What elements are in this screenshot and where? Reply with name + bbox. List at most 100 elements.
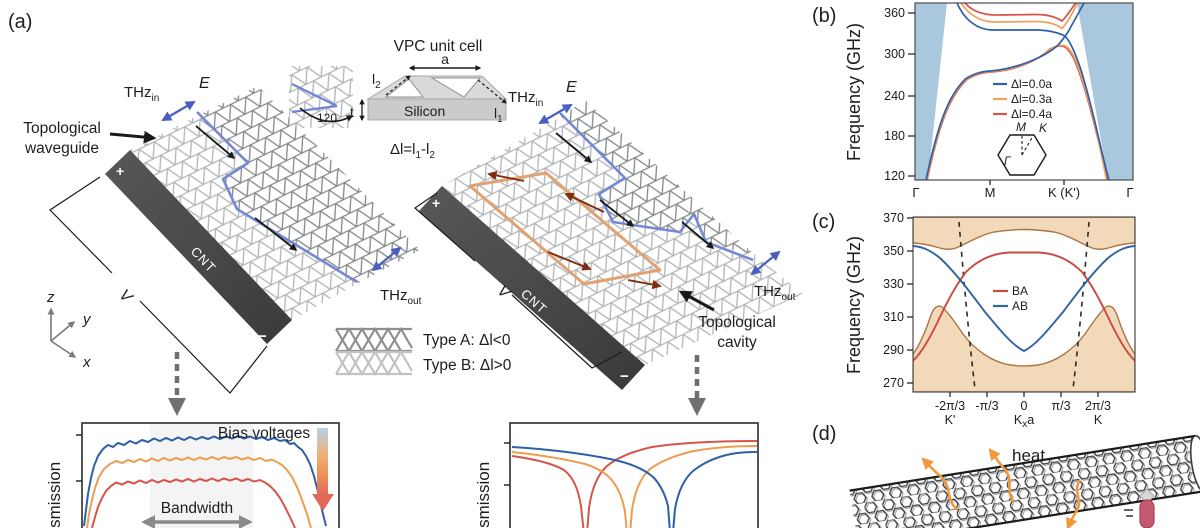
right-cnt-strip: + CNT − bbox=[419, 186, 645, 390]
right-propagation-arrow-2 bbox=[599, 199, 635, 227]
bias-voltages-label: Bias voltages bbox=[218, 425, 310, 442]
coordinate-axes: z y x bbox=[46, 289, 92, 371]
angle-inset-path-2 bbox=[291, 104, 338, 114]
c-legend-ba: BA bbox=[1012, 284, 1028, 298]
right-lattice-domain-light bbox=[442, 117, 803, 365]
left-propagation-arrow-1 bbox=[195, 125, 236, 159]
b-ytick-240: 240 bbox=[884, 89, 905, 103]
b-ytick-180: 180 bbox=[884, 129, 905, 143]
right-input-polarization-arrow bbox=[538, 103, 573, 125]
c-xtick-3: π/3 bbox=[1051, 399, 1070, 413]
unit-cell-hole-l1 bbox=[430, 77, 482, 98]
cnt-heat-schematic: heat bbox=[849, 434, 1200, 528]
minus-electrode-label: − bbox=[258, 328, 267, 345]
light-cone-right bbox=[1077, 3, 1133, 180]
plot-frame bbox=[509, 422, 759, 528]
b-ytick-120: 120 bbox=[884, 169, 905, 183]
waveguide-pointer-arrow bbox=[109, 130, 157, 144]
brillouin-zone-inset: M K Γ bbox=[997, 120, 1048, 176]
c-legend: BA AB bbox=[993, 284, 1028, 313]
band-curves bbox=[925, 3, 1110, 180]
c-xtick-4: 2π/3 bbox=[1085, 399, 1111, 413]
heat-arrow-3 bbox=[1066, 479, 1082, 528]
b-ytick-300: 300 bbox=[884, 47, 905, 61]
topological-cavity-loop bbox=[468, 171, 662, 286]
c-xtick-1: -π/3 bbox=[975, 399, 998, 413]
bias-gradient-arrow-head bbox=[312, 494, 334, 511]
c-kxa-label: Kxa bbox=[1014, 413, 1034, 430]
l1-label: l1 bbox=[494, 105, 503, 125]
vpc-unit-cell: VPC unit cell a l2 l1 t Silicon Δl=l1-l2 bbox=[350, 38, 508, 161]
c-ytick-330: 330 bbox=[883, 277, 904, 291]
left-lattice-sheet bbox=[130, 86, 420, 320]
heat-arrow-1 bbox=[921, 457, 959, 512]
angle-inset: 120 bbox=[289, 66, 354, 128]
bz-gamma-label: Γ bbox=[1004, 154, 1012, 168]
heat-arrow-2 bbox=[988, 448, 1016, 503]
edge-state-ba bbox=[913, 251, 1135, 362]
left-voltage-label: V bbox=[115, 287, 135, 308]
c-ytick-350: 350 bbox=[883, 244, 904, 258]
b-ticks bbox=[908, 12, 1065, 185]
band-red-upper bbox=[964, 3, 1077, 23]
b-legend-2: Δl=0.4a bbox=[1011, 107, 1052, 121]
axis-x-label: x bbox=[82, 354, 91, 371]
c-ylabel: Frequency (GHz) bbox=[844, 236, 864, 374]
b-legend: Δl=0.0a Δl=0.3a Δl=0.4a bbox=[993, 77, 1052, 121]
minus-electrode-label: − bbox=[620, 368, 629, 385]
c-content bbox=[913, 217, 1135, 392]
band-orange-upper bbox=[960, 3, 1079, 30]
unit-cell-hole-l2 bbox=[384, 78, 425, 98]
c-xtick-0: -2π/3 bbox=[935, 399, 965, 413]
panel-d-label: (d) bbox=[812, 423, 836, 445]
left-e-field-label: E bbox=[199, 75, 210, 92]
left-cnt-strip: + CNT − bbox=[105, 150, 292, 345]
right-dashed-down-arrow bbox=[688, 355, 706, 416]
heat-label: heat bbox=[1012, 446, 1045, 465]
c-legend-ab: AB bbox=[1012, 299, 1028, 313]
right-thz-in-label: THzin bbox=[508, 89, 543, 109]
unit-cell-front-face bbox=[367, 98, 507, 121]
b-xtick-k: K (K') bbox=[1048, 185, 1080, 200]
right-voltage-bracket bbox=[414, 192, 623, 369]
waveguide-label-line2: waveguide bbox=[24, 140, 99, 157]
b-xtick-gamma-right: Γ bbox=[1126, 185, 1133, 200]
b-legend-0: Δl=0.0a bbox=[1011, 77, 1052, 91]
panel-b-label: (b) bbox=[812, 5, 836, 27]
heat-arrows bbox=[921, 448, 1082, 528]
nanotube-mesh bbox=[849, 435, 1200, 528]
left-lattice-domain-light bbox=[130, 116, 357, 320]
light-cone-left bbox=[915, 3, 947, 180]
right-lattice-sheet bbox=[442, 100, 803, 365]
left-thz-out-label: THzout bbox=[380, 287, 422, 307]
c-xtick-2: 0 bbox=[1021, 399, 1028, 413]
thermometer-icon bbox=[1124, 488, 1155, 528]
cavity-curve-orange bbox=[511, 445, 758, 528]
cavity-curve-blue bbox=[511, 446, 758, 528]
bulk-band-lower bbox=[913, 305, 1135, 392]
l1-arrow bbox=[477, 79, 507, 104]
bz-m-label: M bbox=[1016, 120, 1026, 134]
delta-l-formula: Δl=l1-l2 bbox=[390, 141, 435, 161]
left-propagation-arrow-2 bbox=[254, 217, 298, 251]
edge-state-plot: 370 350 330 310 290 270 Frequency (GHz) … bbox=[844, 211, 1136, 430]
cavity-pointer-arrow bbox=[678, 290, 715, 312]
cavity-circulation-arrows bbox=[487, 170, 662, 290]
transmission-curve-red bbox=[91, 477, 296, 528]
right-propagation-arrow-3 bbox=[681, 221, 715, 249]
cnt-film bbox=[419, 186, 645, 390]
right-output-polarization-arrow bbox=[750, 250, 781, 276]
right-thz-out-label: THzout bbox=[754, 283, 796, 303]
c-ytick-310: 310 bbox=[883, 310, 904, 324]
waveguide-transmission-plot: Transmission Bias voltages Bandwidth bbox=[45, 422, 340, 528]
edge-state-ab bbox=[913, 245, 1135, 353]
silicon-label: Silicon bbox=[404, 103, 445, 119]
angle-arc-arrow bbox=[299, 107, 354, 123]
plot-frame bbox=[914, 2, 1134, 181]
thickness-label: t bbox=[350, 104, 354, 120]
transmission-curve-orange bbox=[86, 455, 312, 528]
lattice-constant-label: a bbox=[441, 51, 449, 67]
transmission-curve-blue bbox=[83, 434, 327, 527]
c-ytick-370: 370 bbox=[883, 211, 904, 225]
